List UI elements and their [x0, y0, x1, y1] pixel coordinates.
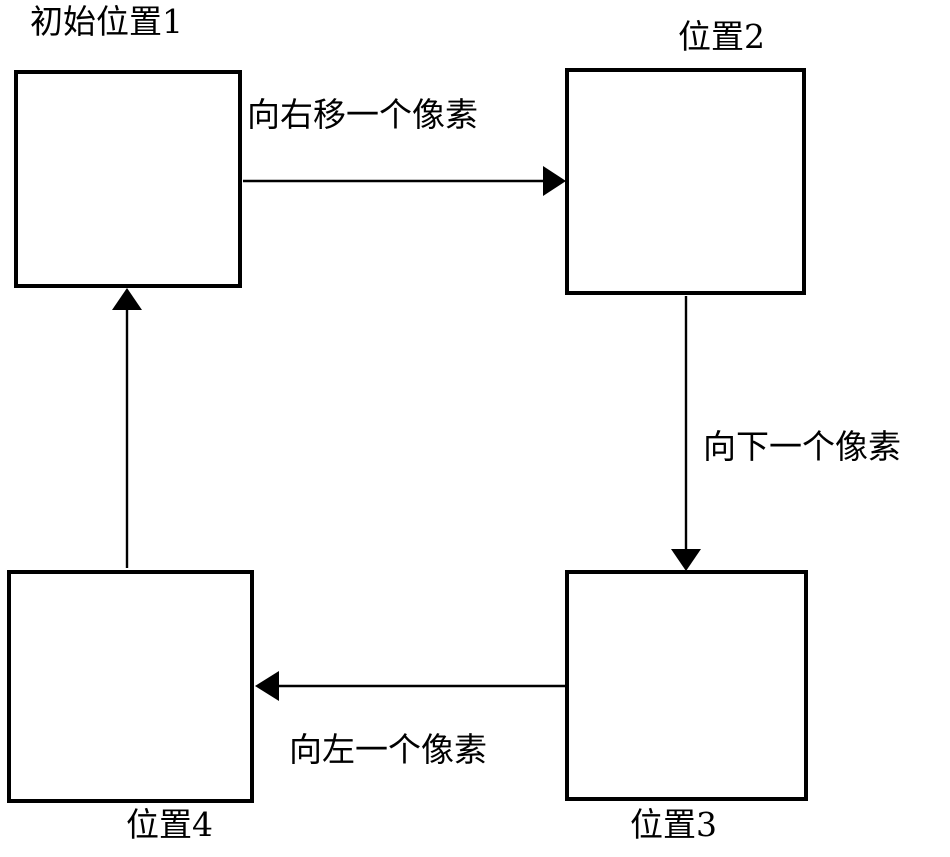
edge-right-arrow — [243, 166, 566, 196]
node-box-position-2[interactable] — [565, 68, 806, 295]
node-label-position-3: 位置3 — [630, 805, 717, 844]
edge-label-move-left: 向左一个像素 — [289, 730, 487, 769]
node-label-initial-position-1: 初始位置1 — [30, 2, 183, 41]
edge-label-move-right: 向右移一个像素 — [247, 95, 478, 134]
node-box-position-4[interactable] — [7, 570, 254, 803]
edge-down-arrow — [671, 296, 701, 571]
node-box-position-3[interactable] — [565, 570, 808, 801]
edge-up-arrow — [112, 288, 142, 568]
node-label-position-2: 位置2 — [678, 17, 765, 56]
edge-label-move-down: 向下一个像素 — [703, 427, 901, 466]
node-label-position-4: 位置4 — [126, 805, 213, 844]
node-box-initial-position-1[interactable] — [14, 70, 242, 288]
edge-left-arrow — [255, 671, 565, 701]
